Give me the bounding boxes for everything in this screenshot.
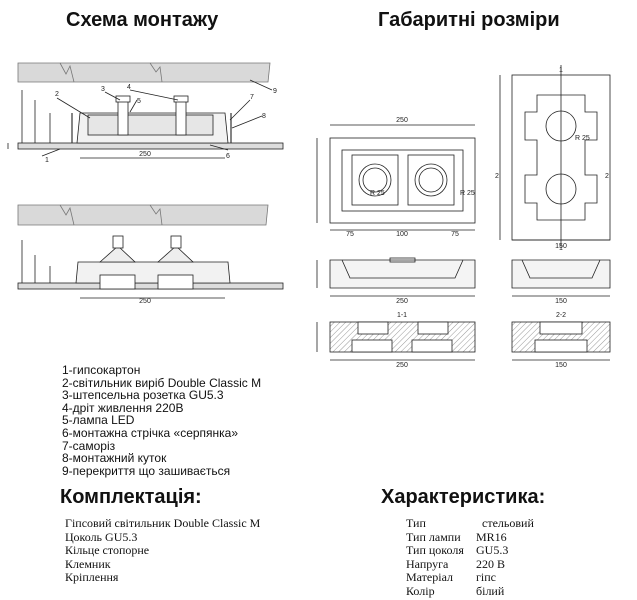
- spec-value: білий: [476, 583, 505, 598]
- sect-dim-250: 250: [396, 362, 408, 369]
- spec-row: Напруга 220 В: [406, 556, 606, 572]
- legend-list: 1-гипсокартон 2-світильник виріб Double …: [62, 364, 261, 477]
- callout-7: 7: [250, 94, 254, 101]
- spec-row: Тип стельовий: [406, 516, 606, 531]
- elevation-views: [316, 257, 611, 297]
- kit-item: Кільце стопорне: [65, 543, 150, 557]
- mount-scheme-top: [7, 62, 284, 159]
- sect-dim-150: 150: [555, 362, 567, 369]
- spec-label: Тип: [406, 516, 426, 530]
- callout-8: 8: [262, 113, 266, 120]
- legend-item: 3-штепсельна розетка GU5.3: [62, 388, 224, 403]
- callout-2: 2: [55, 91, 59, 98]
- kit-item: Кріплення: [65, 570, 119, 584]
- mount-dim-250b: 250: [139, 298, 151, 305]
- spec-label: Напруга: [406, 556, 449, 571]
- spec-value: 220 В: [476, 556, 506, 571]
- spec-value: GU5.3: [476, 543, 509, 557]
- side-dim-r25: R 25: [575, 135, 590, 142]
- mount-dim-250: 250: [139, 151, 151, 158]
- side-cut-1: 1: [559, 67, 563, 74]
- section-views: [316, 321, 611, 361]
- mounting-title: Схема монтажу: [66, 9, 219, 31]
- plan-dim-75a: 75: [346, 231, 354, 238]
- plan-dim-r2: R 25: [460, 190, 475, 197]
- spec-label: Тип лампи: [406, 529, 461, 544]
- legend-item: 2-світильник виріб Double Classic M: [62, 375, 262, 390]
- legend-item: 1-гипсокартон: [62, 363, 141, 377]
- plan-dim-r1: R 25: [370, 190, 385, 197]
- legend-item: 4-дріт живлення 220В: [62, 400, 184, 415]
- plan-dim-100: 100: [396, 231, 408, 238]
- spec-row: Матеріал гіпс: [406, 570, 606, 585]
- legend-item: 8-монтажний куток: [62, 451, 167, 466]
- spec-value: гіпс: [476, 570, 497, 584]
- specs-heading: Характеристика:: [381, 486, 546, 508]
- spec-row: Тип лампи MR16: [406, 529, 606, 545]
- legend-item: 5-лампа LED: [62, 413, 135, 428]
- plan-dim-75b: 75: [451, 231, 459, 238]
- plan-cut-2: 2: [495, 173, 499, 180]
- plan-view: [316, 124, 476, 231]
- section-label-2-2: 2-2: [556, 312, 566, 319]
- legend-item: 6-монтажна стрічка «серпянка»: [62, 425, 239, 440]
- legend-item: 9-перекриття що зашивається: [62, 463, 231, 478]
- spec-label: Колір: [406, 583, 435, 598]
- callout-6: 6: [226, 153, 230, 160]
- callout-9: 9: [273, 88, 277, 95]
- kit-item: Клемник: [65, 556, 111, 571]
- legend-item: 7-саморіз: [62, 438, 116, 453]
- dimensions-title: Габаритні розміри: [378, 9, 560, 31]
- spec-value: стельовий: [482, 516, 534, 530]
- top-view-right: [499, 65, 611, 245]
- callout-3: 3: [101, 86, 105, 93]
- side-dim-150: 150: [555, 243, 567, 250]
- spec-row: Тип цоколя GU5.3: [406, 543, 606, 558]
- specs-table: Тип стельовий Тип лампи MR16 Тип цоколя …: [406, 516, 606, 599]
- callout-1: 1: [45, 157, 49, 164]
- spec-label: Тип цоколя: [406, 543, 464, 557]
- kit-heading: Комплектація:: [60, 486, 202, 508]
- elev-dim-150: 150: [555, 298, 567, 305]
- callout-4: 4: [127, 84, 131, 91]
- kit-list: Гіпсовий світильник Double Classic M Цок…: [65, 516, 261, 585]
- plan-cut-2b: 2: [605, 173, 609, 180]
- side-cut-1b: 1: [559, 245, 563, 252]
- spec-label: Матеріал: [406, 570, 454, 584]
- technical-drawing: 1 2 3 4 5 6 7 8 9 250 250 250 75 100 75 …: [7, 62, 611, 369]
- spec-value: MR16: [476, 529, 507, 544]
- section-label-1-1: 1-1: [397, 312, 407, 319]
- kit-item: Гіпсовий світильник Double Classic M: [65, 516, 261, 530]
- callout-5: 5: [137, 98, 141, 105]
- plan-dim-250: 250: [396, 117, 408, 124]
- spec-row: Колір білий: [406, 583, 606, 599]
- mount-scheme-bottom: [17, 204, 284, 299]
- elev-dim-250: 250: [396, 298, 408, 305]
- kit-item: Цоколь GU5.3: [65, 529, 138, 544]
